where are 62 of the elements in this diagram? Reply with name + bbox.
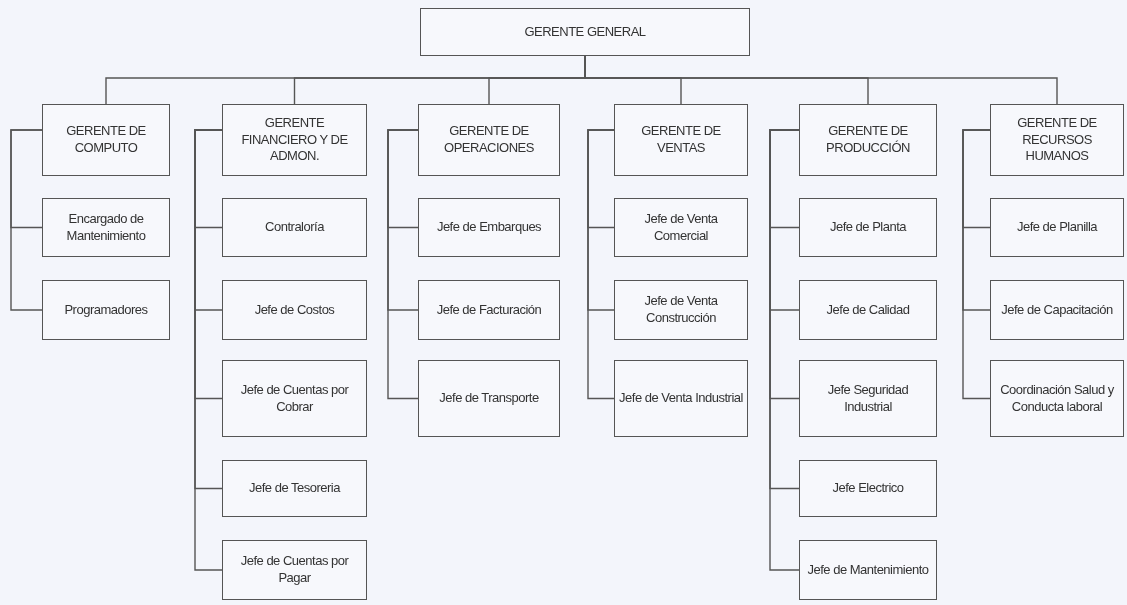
box-label: Jefe Seguridad Industrial bbox=[826, 381, 910, 416]
org-box bbox=[990, 104, 1124, 176]
connector-line bbox=[10, 129, 43, 311]
org-box bbox=[799, 360, 937, 437]
box-label: Jefe de Planilla bbox=[1015, 219, 1099, 236]
box-label: GERENTE DE RECURSOS HUMANOS bbox=[1016, 114, 1098, 166]
connector-line bbox=[194, 129, 223, 571]
org-box bbox=[990, 280, 1124, 340]
org-box bbox=[418, 104, 560, 176]
org-box bbox=[799, 540, 937, 600]
org-box bbox=[799, 280, 937, 340]
box-label: GERENTE DE OPERACIONES bbox=[443, 123, 535, 157]
box-label: Jefe de Tesoreria bbox=[248, 480, 342, 497]
org-box bbox=[42, 198, 170, 257]
org-box bbox=[42, 104, 170, 176]
connector-line bbox=[387, 129, 419, 400]
box-label: Jefe de Cuentas por Pagar bbox=[239, 553, 350, 587]
box-label: GERENTE FINANCIERO Y DE ADMON. bbox=[240, 114, 349, 166]
org-box bbox=[418, 198, 560, 257]
box-label: GERENTE DE COMPUTO bbox=[65, 123, 147, 157]
org-box bbox=[418, 280, 560, 340]
org-box bbox=[614, 280, 748, 340]
org-box bbox=[222, 540, 367, 600]
box-label: Jefe de Calidad bbox=[825, 301, 911, 319]
top-manager-box bbox=[420, 8, 750, 56]
box-label: Programadores bbox=[63, 301, 149, 319]
box-label: Jefe de Capacitación bbox=[1000, 301, 1114, 319]
connector-line bbox=[962, 129, 991, 400]
org-box bbox=[990, 198, 1124, 257]
box-label: Jefe Electrico bbox=[831, 480, 905, 497]
box-label: Contraloría bbox=[264, 219, 326, 236]
org-box bbox=[990, 360, 1124, 437]
org-box bbox=[42, 280, 170, 340]
org-box bbox=[418, 360, 560, 437]
org-box bbox=[222, 460, 367, 517]
org-box bbox=[614, 360, 748, 437]
box-label: Jefe de Cuentas por Cobrar bbox=[239, 381, 350, 416]
box-label: Coordinación Salud y Conducta laboral bbox=[999, 381, 1115, 416]
box-label: Jefe de Embarques bbox=[435, 219, 543, 236]
box-label: Jefe de Transporte bbox=[438, 390, 540, 407]
box-label: Jefe de Facturación bbox=[435, 301, 543, 319]
org-box bbox=[614, 104, 748, 176]
box-label: GERENTE GENERAL bbox=[523, 23, 647, 41]
connector-line bbox=[587, 129, 615, 400]
org-box bbox=[222, 198, 367, 257]
org-box bbox=[799, 104, 937, 176]
box-label: Jefe de Planta bbox=[828, 219, 908, 236]
org-box bbox=[799, 460, 937, 517]
box-label: Jefe de Venta Industrial bbox=[618, 390, 744, 407]
box-label: Jefe de Venta Construcción bbox=[643, 293, 719, 327]
box-label: Jefe de Venta Comercial bbox=[643, 210, 719, 245]
box-label: GERENTE DE PRODUCCIÓN bbox=[825, 123, 911, 157]
org-box bbox=[222, 104, 367, 176]
box-label: Jefe de Costos bbox=[253, 301, 336, 319]
box-label: GERENTE DE VENTAS bbox=[640, 123, 722, 157]
org-box bbox=[222, 280, 367, 340]
org-box bbox=[799, 198, 937, 257]
box-label: Jefe de Mantenimiento bbox=[806, 561, 930, 579]
connector-line bbox=[769, 129, 800, 571]
org-box bbox=[222, 360, 367, 437]
org-box bbox=[614, 198, 748, 257]
box-label: Encargado de Mantenimiento bbox=[65, 210, 147, 245]
